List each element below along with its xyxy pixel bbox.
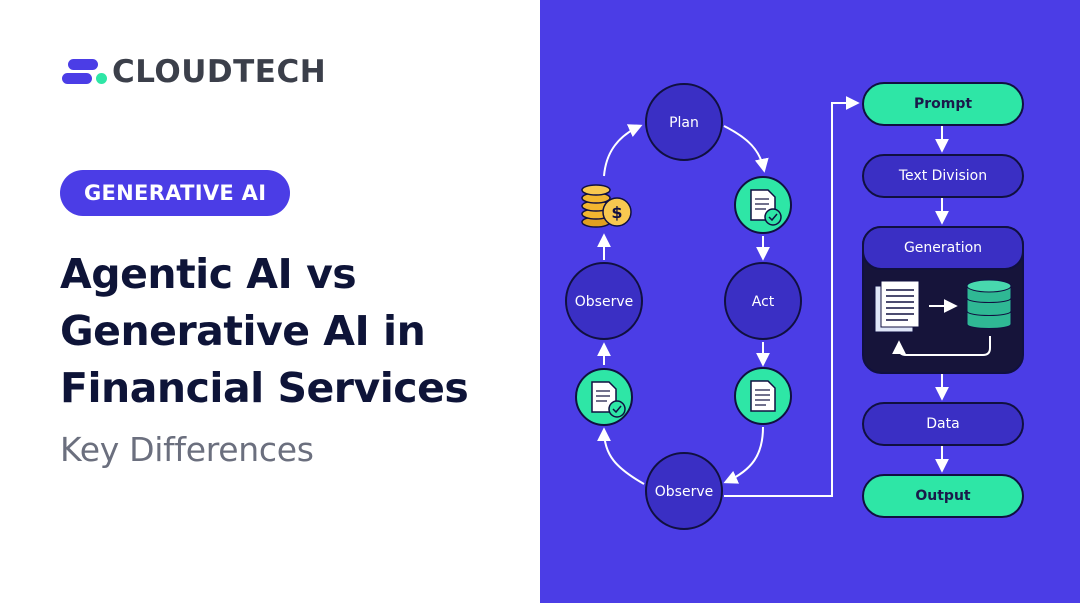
step-text-division: Text Division [862, 154, 1024, 198]
agentic-cycle-arrows [597, 96, 860, 497]
title-line: Generative AI in [60, 307, 426, 355]
brand-logo: CLOUDTECH [62, 54, 326, 90]
coins-icon: $ [581, 184, 632, 228]
document-check-icon [575, 368, 633, 426]
diagram-panel: Plan Act Observe Observe [540, 0, 1080, 603]
svg-text:$: $ [611, 203, 622, 222]
node-observe-bottom-label: Observe [655, 484, 713, 500]
step-generation: Generation [862, 226, 1024, 374]
page-subtitle: Key Differences [60, 430, 314, 469]
step-output-label: Output [915, 488, 971, 504]
node-plan: Plan [645, 83, 723, 161]
feedback-loop-arrow [892, 336, 991, 356]
title-line: Agentic AI vs [60, 250, 357, 298]
step-data-label: Data [926, 416, 959, 432]
document-check-icon [734, 176, 792, 234]
comparison-diagram: Plan Act Observe Observe [565, 82, 1024, 530]
node-act-label: Act [752, 294, 775, 310]
step-text-division-label: Text Division [898, 168, 987, 184]
node-observe-left: Observe [565, 262, 643, 340]
brand-name: CLOUDTECH [112, 54, 327, 90]
title-line: Financial Services [60, 364, 469, 412]
step-prompt-label: Prompt [914, 96, 972, 112]
step-output: Output [862, 474, 1024, 518]
page-title: Agentic AI vs Generative AI in Financial… [60, 246, 530, 417]
documents-icon [874, 280, 920, 333]
node-observe-bottom: Observe [645, 452, 723, 530]
document-icon [734, 367, 792, 425]
node-observe-left-label: Observe [575, 294, 633, 310]
step-prompt: Prompt [862, 82, 1024, 126]
step-generation-label: Generation [904, 240, 982, 256]
step-data: Data [862, 402, 1024, 446]
hero-panel: CLOUDTECH GENERATIVE AI Agentic AI vs Ge… [60, 54, 530, 469]
logo-mark-icon [62, 55, 108, 89]
node-plan-label: Plan [669, 115, 699, 131]
node-act: Act [724, 262, 802, 340]
category-badge: GENERATIVE AI [60, 170, 291, 216]
database-icon [966, 279, 1012, 329]
